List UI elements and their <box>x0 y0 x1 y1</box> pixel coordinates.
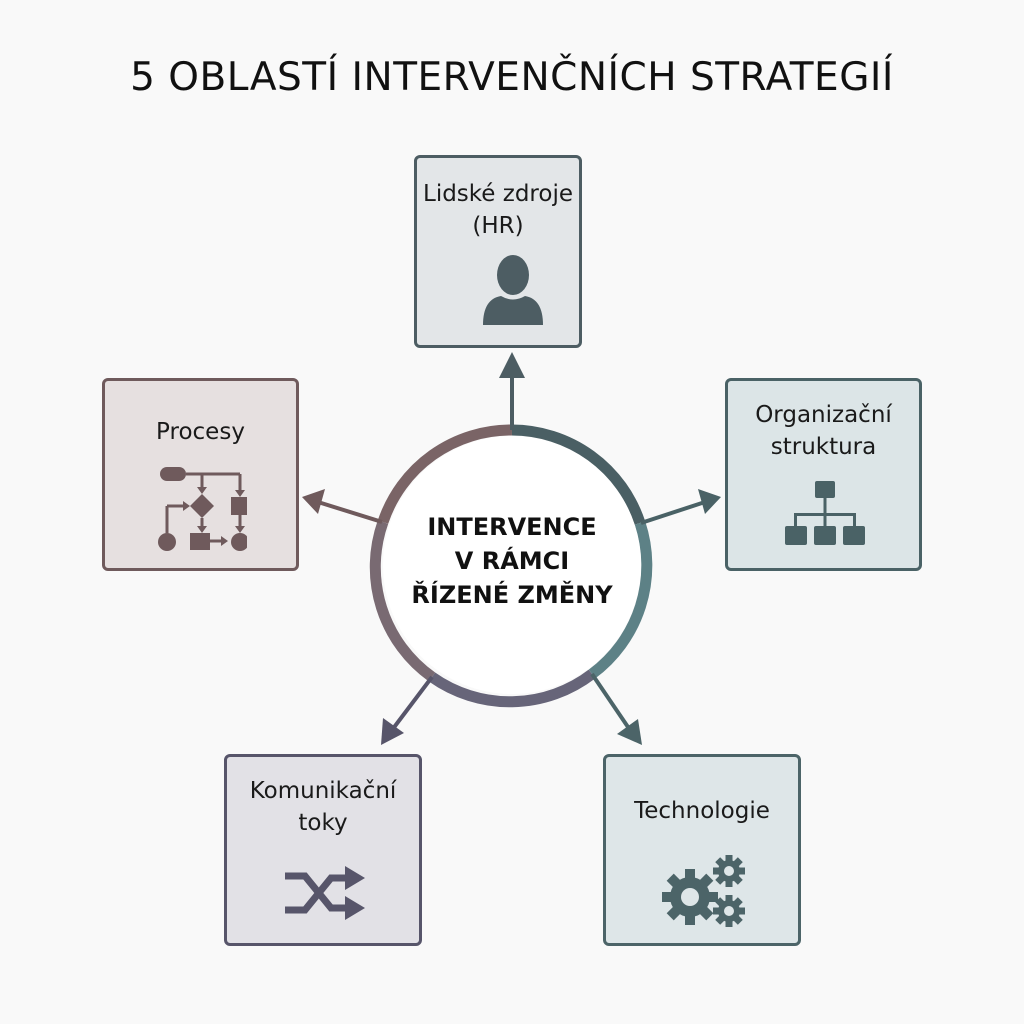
arrow-to-technology <box>590 672 642 745</box>
area-box-org-structure: Organizační struktura <box>725 378 922 571</box>
diagram-title: 5 OBLASTÍ INTERVENČNÍCH STRATEGIÍ <box>130 55 894 100</box>
center-line-1: INTERVENCE <box>427 513 597 541</box>
center-line-2: V RÁMCI <box>454 547 570 575</box>
arrow-to-processes <box>302 489 383 524</box>
area-label-org-structure: Organizační struktura <box>755 402 892 460</box>
area-label-hr: Lidské zdroje (HR) <box>423 181 573 239</box>
person-icon <box>483 255 543 325</box>
center-ring <box>369 424 653 708</box>
shuffle-icon <box>285 866 365 920</box>
arrow-to-hr <box>499 352 525 430</box>
area-label-communication: Komunikační toky <box>249 778 397 836</box>
area-box-communication: Komunikační toky <box>224 754 422 946</box>
area-box-processes: Procesy <box>102 378 299 571</box>
area-label-technology: Technologie <box>634 798 770 824</box>
gears-icon <box>662 855 745 927</box>
area-box-technology: Technologie <box>603 754 801 946</box>
org-chart-icon <box>785 481 865 545</box>
area-label-processes: Procesy <box>156 419 245 445</box>
arrow-to-communication <box>381 675 434 745</box>
center-label: INTERVENCE V RÁMCI ŘÍZENÉ ZMĚNY <box>392 510 632 612</box>
center-line-3: ŘÍZENÉ ZMĚNY <box>411 581 613 609</box>
arrow-to-org <box>640 489 721 525</box>
area-box-hr: Lidské zdroje (HR) <box>414 155 582 348</box>
flowchart-icon <box>158 467 247 551</box>
